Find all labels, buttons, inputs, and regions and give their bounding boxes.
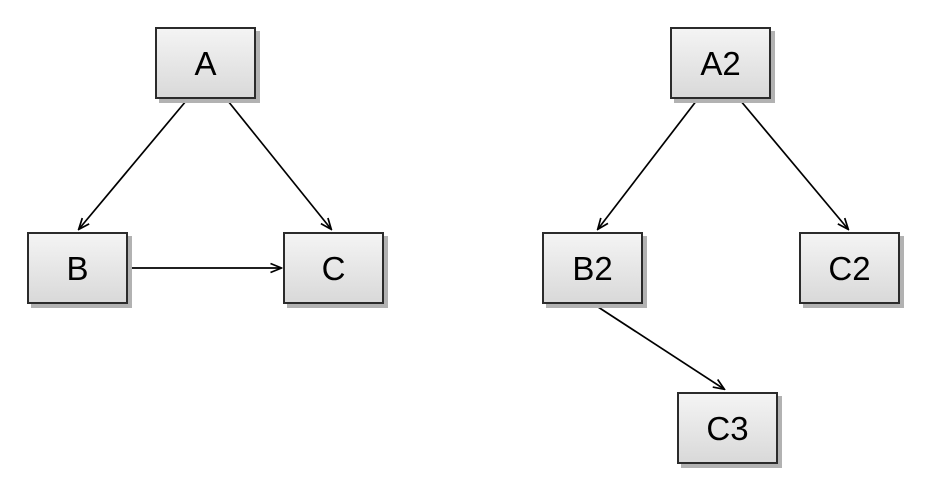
- node-C: C: [283, 232, 384, 304]
- node-C2: C2: [799, 232, 900, 304]
- node-label-A: A: [194, 44, 217, 82]
- node-label-C3: C3: [706, 409, 749, 447]
- node-A2: A2: [670, 27, 771, 99]
- node-B: B: [27, 232, 128, 304]
- node-label-C: C: [321, 249, 346, 287]
- node-C3: C3: [677, 392, 778, 464]
- edge-B2-C3: [594, 304, 724, 389]
- edge-A-B: [79, 100, 187, 229]
- node-label-C2: C2: [828, 249, 871, 287]
- node-label-B2: B2: [572, 249, 613, 287]
- edge-A2-C2: [739, 99, 848, 229]
- node-label-B: B: [66, 249, 89, 287]
- edge-A-C: [227, 100, 331, 229]
- node-B2: B2: [542, 232, 643, 304]
- node-A: A: [155, 27, 256, 99]
- edge-A2-B2: [598, 99, 698, 229]
- node-label-A2: A2: [700, 44, 741, 82]
